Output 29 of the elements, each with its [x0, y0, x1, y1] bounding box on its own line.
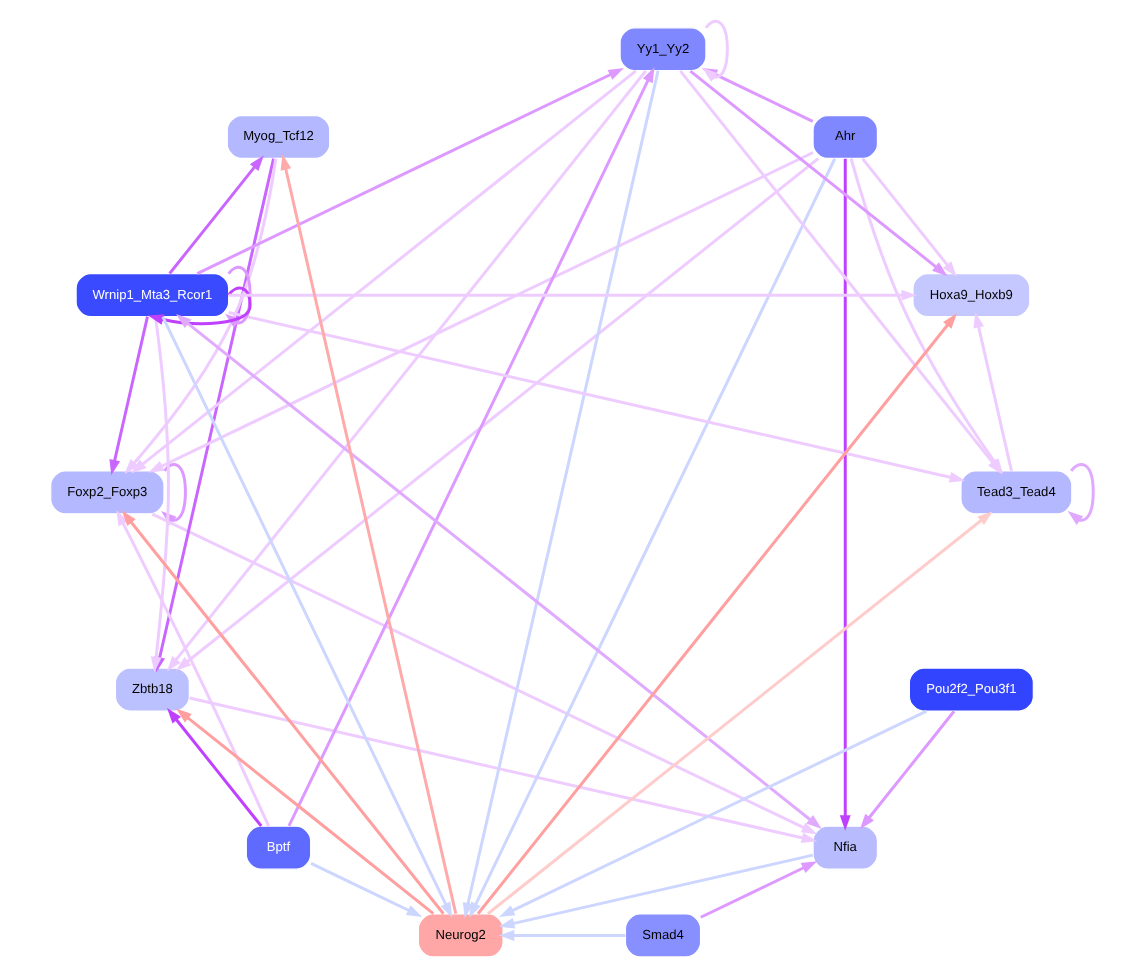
arrow	[475, 313, 956, 915]
arrow	[175, 708, 434, 915]
arrow	[147, 151, 813, 473]
arrow	[498, 709, 927, 917]
arrow	[286, 66, 654, 827]
arrow	[195, 68, 623, 275]
arrow	[468, 158, 836, 918]
arrow	[279, 154, 457, 915]
arrow	[227, 289, 916, 301]
arrow	[174, 157, 818, 671]
arrow	[497, 853, 813, 929]
arrow	[188, 696, 817, 844]
arrow	[166, 707, 262, 827]
arrow	[699, 861, 817, 919]
arrow	[165, 70, 646, 672]
arrow	[123, 158, 277, 475]
arrow	[858, 710, 955, 830]
arrow	[860, 157, 956, 277]
arrow	[1066, 463, 1094, 525]
arrow	[461, 70, 659, 919]
arrow	[227, 311, 965, 483]
arrow	[486, 511, 992, 915]
arrow	[309, 862, 422, 917]
arrow	[167, 155, 263, 275]
arrow	[129, 69, 636, 474]
arrow	[972, 312, 1012, 472]
arrow	[497, 930, 625, 941]
arrow	[108, 316, 148, 476]
arrow	[838, 158, 850, 831]
